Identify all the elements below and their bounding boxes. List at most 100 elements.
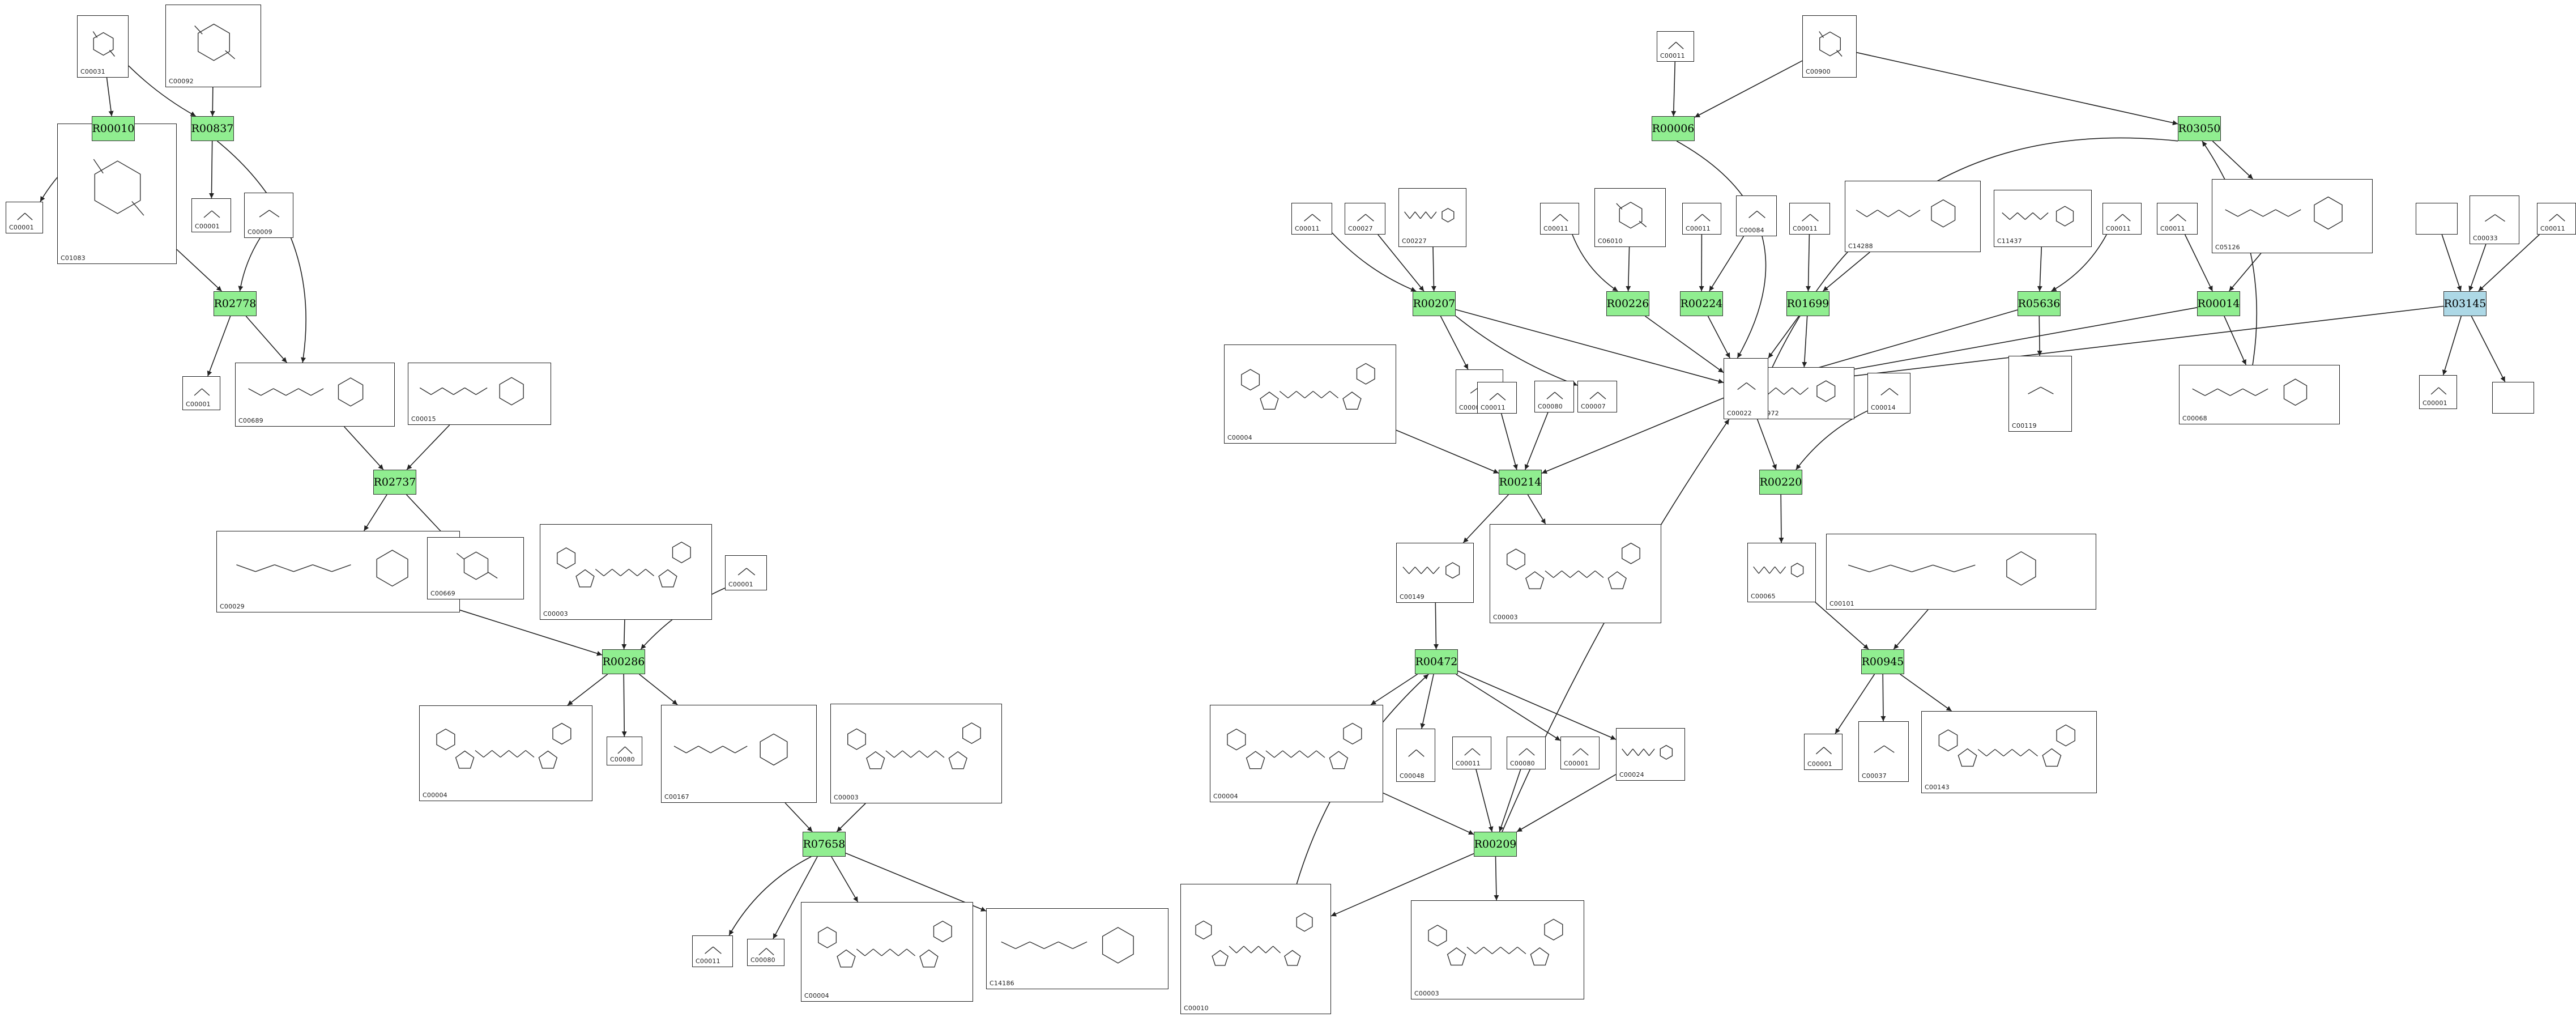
compound-node-c00011-d[interactable]: C00011	[1540, 203, 1579, 235]
compound-node-c00080-c[interactable]: C00080	[1534, 381, 1574, 412]
compound-node-c00004-d[interactable]: C00004	[1210, 705, 1383, 802]
compound-node-c00015[interactable]: C00015	[408, 363, 551, 425]
compound-node-c00048[interactable]: C00048	[1396, 729, 1435, 782]
compound-node-c00027[interactable]: C00027	[1345, 203, 1385, 235]
compound-node-c00024[interactable]: C00024	[1616, 728, 1685, 781]
compound-node-c00009-a[interactable]: C00009	[244, 193, 293, 238]
compound-node-c00080-d[interactable]: C00080	[1507, 737, 1546, 769]
reaction-node-r00214[interactable]: R00214	[1499, 470, 1542, 495]
reaction-node-r03145[interactable]: R03145	[2443, 291, 2487, 316]
compound-node-c00011-b[interactable]: C00011	[1657, 31, 1694, 62]
compound-node-c00001-e[interactable]: C00001	[2419, 375, 2457, 409]
compound-id-label: C00143	[1925, 784, 1950, 791]
reaction-node-r00207[interactable]: R00207	[1413, 291, 1456, 316]
structure-drawing	[1748, 210, 1765, 218]
compound-node-c00669[interactable]: C00669	[427, 537, 524, 599]
compound-node-c00084[interactable]: C00084	[1736, 195, 1777, 236]
edge-c00900-to-R00006	[1694, 60, 1803, 118]
compound-node-c00007[interactable]: C00007	[1577, 381, 1617, 412]
compound-id-label: C00080	[750, 956, 775, 964]
reaction-node-r00472[interactable]: R00472	[1415, 649, 1458, 674]
structure-drawing	[2169, 214, 2186, 222]
compound-node-c00004-c[interactable]: C00004	[1224, 344, 1396, 444]
compound-node-c00092[interactable]: C00092	[165, 5, 261, 87]
compound-node-c00101[interactable]: C00101	[1826, 534, 2096, 610]
compound-node-c00011-c[interactable]: C00011	[1291, 203, 1332, 235]
compound-node-c01083[interactable]: C01083	[57, 124, 177, 264]
structure-drawing	[1589, 392, 1606, 399]
compound-node-c00001-f[interactable]: C00001	[1560, 737, 1600, 769]
compound-node-empty[interactable]	[2416, 203, 2458, 235]
compound-node-c00004-b[interactable]: C00004	[801, 902, 973, 1002]
reaction-node-r00010[interactable]: R00010	[92, 116, 135, 141]
compound-id-label: C00003	[1414, 990, 1439, 997]
compound-node-c00001-d[interactable]: C00001	[725, 555, 767, 590]
compound-node-c00004-a[interactable]: C00004	[419, 705, 592, 801]
compound-node-c00080-b[interactable]: C00080	[747, 939, 784, 966]
compound-node-c00003-a[interactable]: C00003	[540, 524, 712, 620]
compound-node-c00011-e[interactable]: C00011	[1682, 203, 1721, 235]
compound-node-c00227[interactable]: C00227	[1398, 188, 1466, 247]
reaction-node-r05636[interactable]: R05636	[2018, 291, 2061, 316]
compound-id-label: C00004	[804, 992, 829, 999]
structure-drawing	[847, 722, 981, 769]
compound-node-c00003-b[interactable]: C00003	[830, 704, 1002, 803]
compound-node-c00011-k[interactable]: C00011	[1452, 737, 1491, 769]
compound-node-c00689[interactable]: C00689	[235, 363, 395, 427]
compound-node-c00014[interactable]: C00014	[1867, 373, 1910, 414]
compound-node-c00001-g[interactable]: C00001	[1804, 734, 1843, 770]
reaction-node-r02778[interactable]: R02778	[214, 291, 257, 316]
reaction-node-r01699[interactable]: R01699	[1786, 291, 1829, 316]
reaction-node-r00014[interactable]: R00014	[2197, 291, 2240, 316]
compound-node-c00029[interactable]: C00029	[216, 531, 460, 612]
compound-node-c00011-j[interactable]: C00011	[1477, 382, 1517, 414]
compound-node-c00003-c[interactable]: C00003	[1490, 524, 1661, 623]
reaction-node-r00209[interactable]: R00209	[1474, 832, 1517, 857]
compound-node-c05126[interactable]: C05126	[2212, 179, 2373, 253]
structure-drawing	[2002, 206, 2074, 227]
reaction-node-r00837[interactable]: R00837	[191, 116, 234, 141]
compound-node-c00900[interactable]: C00900	[1802, 15, 1857, 78]
compound-node-c00143[interactable]: C00143	[1921, 711, 2097, 793]
compound-node-c00068[interactable]: C00068	[2179, 365, 2340, 424]
compound-node-c06010[interactable]: C06010	[1594, 188, 1666, 247]
compound-node-c00022[interactable]: C00022	[1724, 358, 1768, 419]
reaction-node-r07658[interactable]: R07658	[803, 832, 846, 857]
reaction-node-r00945[interactable]: R00945	[1861, 649, 1904, 674]
compound-id-label: C00119	[2012, 422, 2037, 429]
compound-node-c00011-i[interactable]: C00011	[2537, 203, 2576, 235]
compound-id-label: C00003	[543, 610, 568, 618]
compound-node-c00001-a[interactable]: C00001	[6, 202, 43, 233]
reaction-node-r02737[interactable]: R02737	[373, 470, 416, 495]
compound-node-c14288[interactable]: C14288	[1845, 181, 1981, 252]
compound-node-c00011-f[interactable]: C00011	[1789, 203, 1830, 235]
compound-node-empty[interactable]	[2492, 382, 2534, 414]
compound-node-c00167[interactable]: C00167	[661, 705, 817, 803]
compound-node-c00011-g[interactable]: C00011	[2102, 203, 2142, 235]
reaction-node-r00226[interactable]: R00226	[1606, 291, 1649, 316]
compound-node-c00080-a[interactable]: C00080	[607, 737, 642, 765]
compound-node-c00001-c[interactable]: C00001	[182, 376, 220, 410]
reaction-node-r00286[interactable]: R00286	[602, 649, 645, 674]
compound-node-c00003-d[interactable]: C00003	[1411, 900, 1584, 999]
compound-node-c00033[interactable]: C00033	[2470, 195, 2519, 244]
compound-node-c11437[interactable]: C11437	[1994, 190, 2092, 247]
compound-node-c00037[interactable]: C00037	[1858, 721, 1909, 782]
compound-node-c00119[interactable]: C00119	[2008, 356, 2072, 432]
reaction-node-r00224[interactable]: R00224	[1680, 291, 1723, 316]
reaction-node-r00220[interactable]: R00220	[1759, 470, 1802, 495]
compound-node-c00011-h[interactable]: C00011	[2157, 203, 2198, 235]
compound-node-c00065[interactable]: C00065	[1747, 543, 1816, 602]
compound-node-c00001-b[interactable]: C00001	[191, 198, 231, 232]
compound-node-c00011-a[interactable]: C00011	[692, 935, 733, 967]
reaction-node-r03050[interactable]: R03050	[2178, 116, 2221, 141]
compound-id-label: C00037	[1862, 772, 1887, 780]
compound-id-label: C00022	[1727, 410, 1752, 417]
structure-drawing	[248, 377, 364, 407]
compound-node-c14186[interactable]: C14186	[986, 908, 1168, 989]
compound-node-c00031[interactable]: C00031	[77, 15, 129, 78]
compound-node-c00149[interactable]: C00149	[1396, 543, 1474, 603]
compound-node-c00010[interactable]: C00010	[1180, 884, 1331, 1014]
reaction-node-r00006[interactable]: R00006	[1652, 116, 1695, 141]
edge-c00003-a-to-R00286	[621, 619, 627, 650]
